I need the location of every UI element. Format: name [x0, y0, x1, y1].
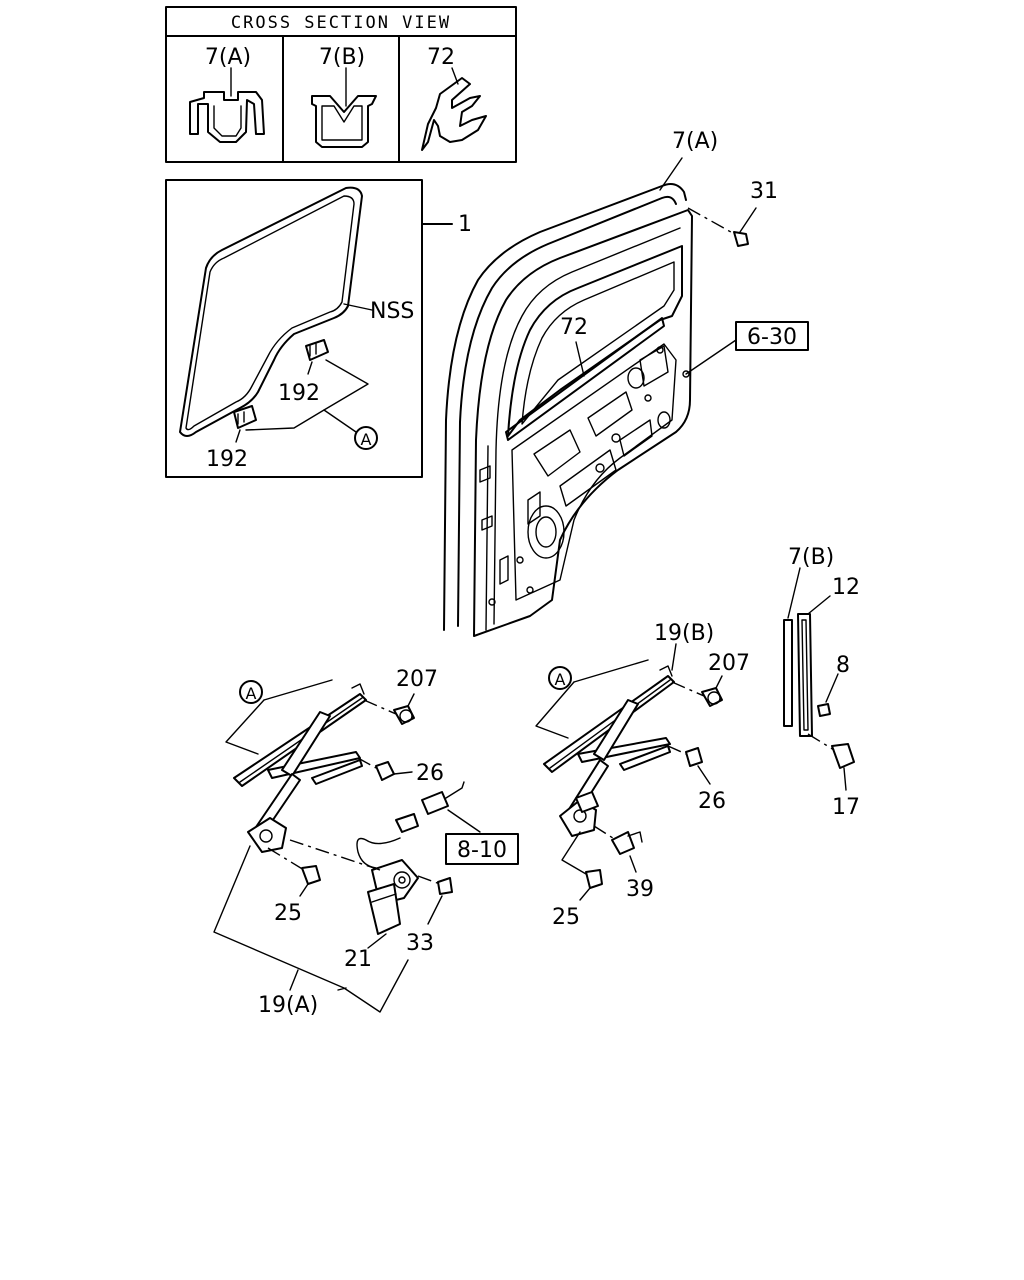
callout-21: 21 [344, 947, 372, 972]
door-glass [179, 186, 363, 437]
part-207-left-bolt [363, 699, 415, 725]
circle-a-right [548, 666, 572, 690]
part-33-screw [417, 875, 453, 895]
regulator-motor [356, 781, 465, 935]
cross-section-label-72: 72 [427, 45, 455, 70]
glass-clip-lower [233, 405, 257, 429]
callout-207-right: 207 [708, 651, 750, 676]
ref-8-10: 8-10 [457, 838, 507, 863]
part-25-left-screw [267, 847, 321, 885]
part-26-right-nut [667, 745, 703, 767]
part-39-stopper [593, 825, 643, 855]
part-25-right-screw [561, 831, 603, 889]
callout-19a: 19(A) [258, 993, 318, 1018]
cross-section-label-7b: 7(B) [319, 45, 365, 70]
ref-box-6-30 [735, 321, 809, 351]
door-panel [443, 183, 693, 637]
part-207-right-bolt [671, 681, 723, 707]
regulator-left [233, 683, 367, 853]
circle-a-left [239, 680, 263, 704]
callout-31: 31 [750, 179, 778, 204]
callout-17: 17 [832, 795, 860, 820]
glass-clip-upper [305, 339, 329, 361]
callout-19b: 19(B) [654, 621, 714, 646]
callout-1: 1 [458, 212, 472, 237]
circle-a-glass-label: A [361, 430, 372, 449]
cross-section-label-7a: 7(A) [205, 45, 251, 70]
cross-section-title: CROSS SECTION VIEW [231, 13, 451, 33]
part-31-clip [733, 207, 757, 247]
circle-a-glass [354, 426, 378, 450]
callout-25-left: 25 [274, 901, 302, 926]
callout-39: 39 [626, 877, 654, 902]
ref-box-8-10 [445, 833, 519, 865]
callout-33: 33 [406, 931, 434, 956]
callout-7b: 7(B) [788, 545, 834, 570]
ref-6-30: 6-30 [747, 325, 797, 350]
callout-192-upper: 192 [278, 381, 320, 406]
profile-7a-shape [189, 67, 265, 143]
callout-7a: 7(A) [672, 129, 718, 154]
glass-assembly-box: 1 NSS 192 192 A [165, 179, 472, 478]
callout-nss: NSS [370, 299, 414, 324]
callout-8: 8 [836, 653, 850, 678]
regulator-right [543, 665, 675, 837]
circle-a-left-label: A [246, 684, 257, 703]
callout-207-left: 207 [396, 667, 438, 692]
part-26-left-nut [357, 757, 395, 781]
callout-12: 12 [832, 575, 860, 600]
profile-72-shape [421, 67, 487, 151]
circle-a-right-label: A [555, 670, 566, 689]
callout-25-right: 25 [552, 905, 580, 930]
profile-7b-shape [311, 67, 377, 148]
callout-72: 72 [560, 315, 588, 340]
run-channel-assembly [783, 613, 855, 769]
callout-26-left: 26 [416, 761, 444, 786]
cross-section-table: CROSS SECTION VIEW 7(A) 7(B) 72 [165, 6, 517, 163]
callout-26-right: 26 [698, 789, 726, 814]
cross-section-frame [165, 6, 517, 163]
callout-192-lower: 192 [206, 447, 248, 472]
